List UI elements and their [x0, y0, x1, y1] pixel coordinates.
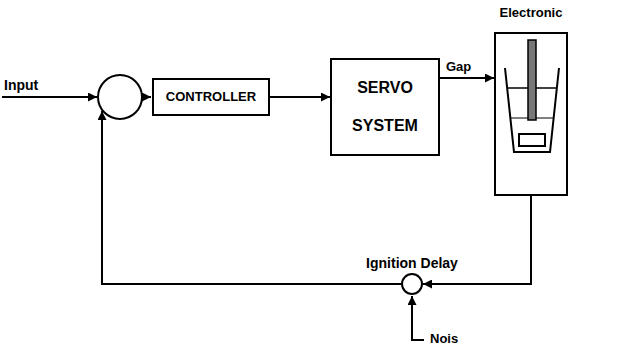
- process-node: Electronic: [492, 2, 570, 196]
- signal-line: [142, 96, 151, 98]
- signal-arrow: [270, 96, 330, 98]
- noise-line: [412, 296, 424, 340]
- noise-junction: [401, 273, 423, 295]
- electrode: [528, 40, 536, 120]
- process-box: CONTROLLER: [152, 78, 270, 116]
- box-heading: Electronic: [492, 2, 570, 21]
- workpiece: [519, 134, 545, 146]
- signal-label: Nois: [428, 331, 460, 346]
- summing-junction: [98, 75, 142, 119]
- edge-label: Gap: [444, 59, 473, 74]
- box-label: CONTROLLER: [166, 89, 256, 105]
- process-box: SERVO SYSTEM: [330, 58, 440, 156]
- junction-node: Ignition Delay: [352, 256, 472, 296]
- signal-label: Input: [2, 77, 40, 93]
- edm-tank-illustration: [505, 40, 559, 152]
- input-line: [2, 96, 97, 98]
- signal-arrow: [440, 77, 494, 79]
- junction-heading: Ignition Delay: [352, 256, 472, 271]
- tank-frame: [494, 32, 568, 196]
- box-label: SERVO SYSTEM: [345, 69, 425, 146]
- junction-circle: [402, 274, 422, 294]
